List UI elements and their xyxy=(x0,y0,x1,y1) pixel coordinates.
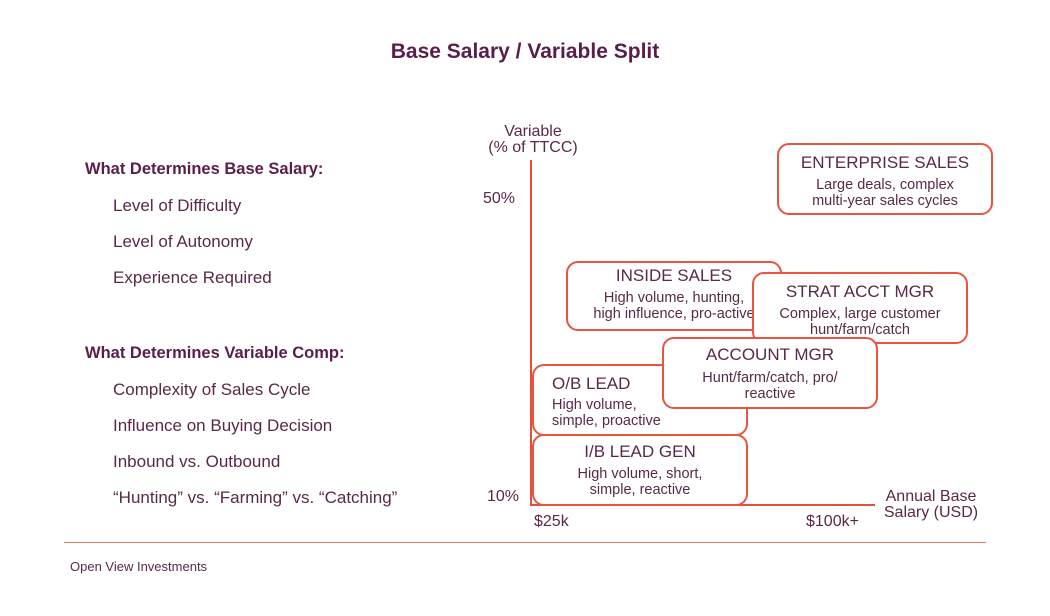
base-factor-experience: Experience Required xyxy=(113,268,272,287)
y-axis-label-line1: Variable xyxy=(504,123,562,140)
role-desc-line1: Complex, large customer xyxy=(779,306,941,322)
variable-factor-hunting-farming: “Hunting” vs. “Farming” vs. “Catching” xyxy=(113,488,398,507)
x-axis-label-line2: Salary (USD) xyxy=(883,504,979,521)
role-desc-line2: high influence, pro-active xyxy=(593,306,755,322)
footer-divider xyxy=(64,542,986,543)
base-factor-difficulty: Level of Difficulty xyxy=(113,196,242,215)
y-axis-label: Variable (% of TTCC) xyxy=(470,124,596,156)
x-axis-label-line1: Annual Base xyxy=(885,488,977,505)
y-tick-high: 50% xyxy=(483,190,516,207)
role-title: ACCOUNT MGR xyxy=(705,345,835,364)
role-desc-line2: reactive xyxy=(744,386,796,402)
role-title: I/B LEAD GEN xyxy=(584,442,696,461)
variable-factor-influence: Influence on Buying Decision xyxy=(113,416,333,435)
role-desc-line1: Hunt/farm/catch, pro/ xyxy=(702,370,838,386)
footer-source: Open View Investments xyxy=(70,559,208,574)
role-desc-line2: multi-year sales cycles xyxy=(812,193,958,209)
variable-factor-complexity: Complexity of Sales Cycle xyxy=(113,380,311,399)
role-title: O/B LEAD xyxy=(552,374,631,393)
role-desc-line1: Large deals, complex xyxy=(816,177,954,193)
base-factor-autonomy: Level of Autonomy xyxy=(113,232,253,251)
page-title: Base Salary / Variable Split xyxy=(390,40,660,63)
role-desc-line1: High volume, short, xyxy=(577,466,703,482)
role-title: STRAT ACCT MGR xyxy=(785,282,935,301)
x-tick-low: $25k xyxy=(534,513,569,530)
role-desc-line2: simple, reactive xyxy=(589,482,691,498)
role-title: INSIDE SALES xyxy=(615,266,733,285)
y-axis-label-line2: (% of TTCC) xyxy=(488,139,578,156)
x-tick-high: $100k+ xyxy=(806,513,859,530)
variable-comp-heading: What Determines Variable Comp: xyxy=(85,344,345,362)
role-desc-line2: hunt/farm/catch xyxy=(810,322,910,338)
y-tick-low: 10% xyxy=(487,488,520,505)
role-desc-line1: High volume, hunting, xyxy=(603,290,745,306)
role-box-account-mgr: ACCOUNT MGR Hunt/farm/catch, pro/ reacti… xyxy=(662,337,878,409)
role-box-inside-sales: INSIDE SALES High volume, hunting, high … xyxy=(566,261,782,331)
role-title: ENTERPRISE SALES xyxy=(800,153,970,172)
variable-factor-inbound-outbound: Inbound vs. Outbound xyxy=(113,452,281,471)
role-desc-line1: High volume, xyxy=(552,397,637,413)
base-salary-heading: What Determines Base Salary: xyxy=(85,160,324,178)
x-axis-label: Annual Base Salary (USD) xyxy=(872,489,990,521)
role-desc-line2: simple, proactive xyxy=(552,413,661,429)
y-axis-line xyxy=(530,160,532,506)
role-box-enterprise-sales: ENTERPRISE SALES Large deals, complex mu… xyxy=(777,143,993,215)
role-box-strat-acct-mgr: STRAT ACCT MGR Complex, large customer h… xyxy=(752,272,968,344)
role-box-ib-lead-gen: I/B LEAD GEN High volume, short, simple,… xyxy=(532,434,748,506)
